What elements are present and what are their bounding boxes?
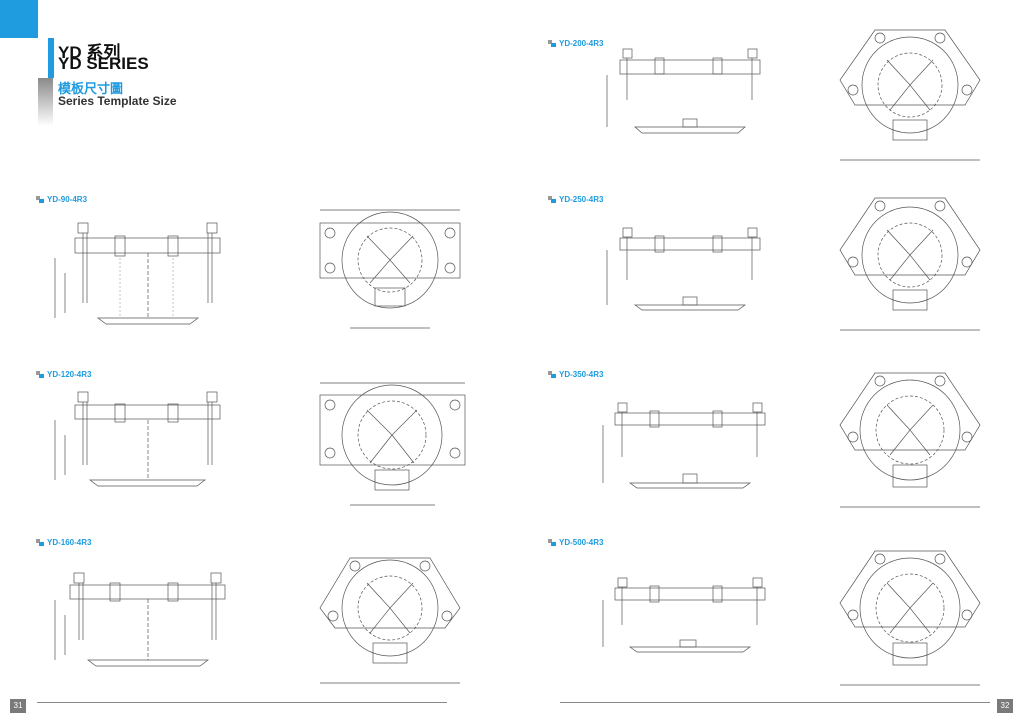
side-view-yd-160 bbox=[40, 565, 240, 675]
side-view-yd-250 bbox=[595, 220, 775, 325]
model-name: YD-90-4R3 bbox=[47, 195, 88, 204]
top-view-drawing bbox=[839, 550, 981, 686]
marker-icon bbox=[548, 40, 557, 47]
model-name: YD-120-4R3 bbox=[47, 370, 92, 379]
series-title-cn: YD 系列 bbox=[58, 43, 121, 62]
top-view-yd-200 bbox=[835, 20, 985, 170]
marker-icon bbox=[548, 539, 557, 546]
side-view-yd-120 bbox=[40, 390, 240, 500]
top-view-yd-350 bbox=[835, 365, 985, 515]
top-view-drawing bbox=[319, 382, 466, 506]
page-number-right: 32 bbox=[997, 699, 1013, 713]
model-name: YD-500-4R3 bbox=[559, 538, 604, 547]
marker-icon bbox=[36, 196, 45, 203]
top-view-drawing bbox=[839, 29, 981, 161]
footer-rule-left bbox=[37, 702, 447, 703]
footer-rule-right bbox=[560, 702, 990, 703]
marker-icon bbox=[36, 539, 45, 546]
subtitle-cn: 模板尺寸圖 bbox=[58, 81, 124, 96]
side-view-yd-200 bbox=[595, 45, 775, 155]
model-label-yd-160: YD-160-4R3 bbox=[36, 538, 91, 547]
marker-icon bbox=[548, 371, 557, 378]
model-label-yd-200: YD-200-4R3 bbox=[548, 39, 603, 48]
top-view-drawing bbox=[839, 372, 981, 508]
top-view-yd-120 bbox=[305, 375, 466, 515]
side-view-drawing bbox=[602, 402, 766, 489]
model-name: YD-200-4R3 bbox=[559, 39, 604, 48]
top-view-drawing bbox=[319, 209, 461, 329]
subtitle-en: Series Template Size bbox=[58, 94, 177, 108]
corner-accent-block bbox=[0, 0, 38, 38]
marker-icon bbox=[36, 371, 45, 378]
side-view-drawing bbox=[606, 48, 761, 134]
top-view-drawing bbox=[319, 557, 461, 684]
model-name: YD-350-4R3 bbox=[559, 370, 604, 379]
top-view-yd-90 bbox=[305, 198, 465, 338]
subtitle-accent-bar bbox=[38, 78, 53, 126]
top-view-yd-160 bbox=[315, 548, 465, 693]
side-view-drawing bbox=[602, 577, 766, 653]
model-label-yd-250: YD-250-4R3 bbox=[548, 195, 603, 204]
side-view-drawing bbox=[54, 222, 221, 325]
series-title-en: YD SERIES bbox=[58, 54, 149, 73]
top-view-yd-250 bbox=[835, 190, 985, 340]
side-view-yd-350 bbox=[595, 395, 775, 500]
page-number-left: 31 bbox=[10, 699, 26, 713]
model-label-yd-350: YD-350-4R3 bbox=[548, 370, 603, 379]
side-view-yd-500 bbox=[595, 570, 775, 665]
model-name: YD-250-4R3 bbox=[559, 195, 604, 204]
top-view-yd-500 bbox=[835, 545, 985, 693]
side-view-drawing bbox=[606, 227, 761, 311]
side-view-drawing bbox=[54, 391, 221, 487]
model-label-yd-500: YD-500-4R3 bbox=[548, 538, 603, 547]
side-view-yd-90 bbox=[40, 218, 240, 343]
model-label-yd-120: YD-120-4R3 bbox=[36, 370, 91, 379]
model-label-yd-90: YD-90-4R3 bbox=[36, 195, 87, 204]
top-view-drawing bbox=[839, 197, 981, 331]
side-view-drawing bbox=[54, 572, 226, 667]
marker-icon bbox=[548, 196, 557, 203]
model-name: YD-160-4R3 bbox=[47, 538, 92, 547]
title-accent-bar bbox=[48, 38, 54, 78]
